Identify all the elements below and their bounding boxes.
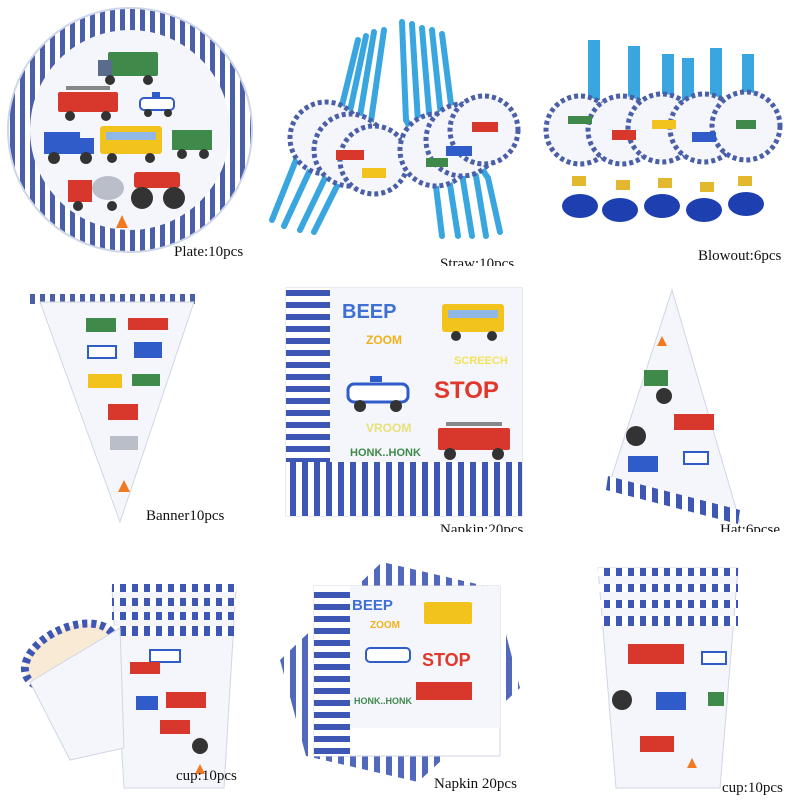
straw-image [269,19,521,239]
banner-panel: Banner10pcs [0,266,266,532]
cup-right-panel: cup:10pcs [532,532,798,798]
school-bus-icon [442,304,504,341]
banner-vehicles [86,318,168,492]
napkin-large-image: BEEP ZOOM SCREECH STOP VROOM HONK..HONK [285,287,523,517]
hat-image [606,288,741,524]
napkin-large-caption: Napkin:20pcs [440,522,524,532]
dump-truck-icon [44,132,94,164]
hat-caption: Hat:6pcse [720,522,780,532]
napkin-small-zoom: ZOOM [370,620,400,631]
napkin-small-panel: BEEP ZOOM STOP HONK..HONK Napkin 20pcs [266,532,532,798]
garbage-truck-icon [98,52,158,85]
banner-image [30,294,196,524]
napkin-small-caption: Napkin 20pcs [434,776,517,792]
straw-panel: Straw:10pcs [266,0,532,266]
cup-right-image [597,567,739,789]
napkin-large-vroom: VROOM [366,421,411,435]
fire-truck-icon [438,422,510,460]
banner-caption: Banner10pcs [146,508,225,524]
napkin-large-beep: BEEP [342,301,396,323]
plate-caption: Plate:10pcs [174,244,244,260]
napkin-small-image: BEEP ZOOM STOP HONK..HONK [280,562,520,782]
cup-right-caption: cup:10pcs [722,780,783,796]
hat-panel: Hat:6pcse [532,266,798,532]
napkin-small-beep: BEEP [352,597,393,614]
police-car-icon [139,92,175,117]
cup-left-image [20,584,237,789]
plate-panel: Plate:10pcs [0,0,266,266]
police-car-icon [346,376,410,412]
napkin-small-stop: STOP [422,650,471,670]
cement-mixer-icon [68,176,124,211]
straw-disc-group-left [287,99,411,197]
blowout-panel: Blowout:6pcs [532,0,798,266]
napkin-large-panel: BEEP ZOOM SCREECH STOP VROOM HONK..HONK … [266,266,532,532]
blowout-caption: Blowout:6pcs [698,248,782,264]
straw-caption: Straw:10pcs [440,256,515,266]
school-bus-icon [100,126,162,163]
cup-left-caption: cup:10pcs [176,768,237,784]
blowout-image [543,40,783,222]
napkin-large-stop: STOP [434,377,499,404]
fire-truck-icon [58,86,118,121]
napkin-large-honk: HONK..HONK [350,447,421,459]
napkin-large-screech: SCREECH [454,355,508,367]
traffic-cone-icon [116,215,128,228]
tow-truck-icon [172,130,212,159]
monster-truck-icon [131,172,185,209]
cup-left-panel: cup:10pcs [0,532,266,798]
straw-disc-group-right [397,93,521,189]
napkin-large-zoom: ZOOM [366,333,402,347]
plate-image [7,7,253,253]
napkin-small-honk: HONK..HONK [354,696,412,706]
